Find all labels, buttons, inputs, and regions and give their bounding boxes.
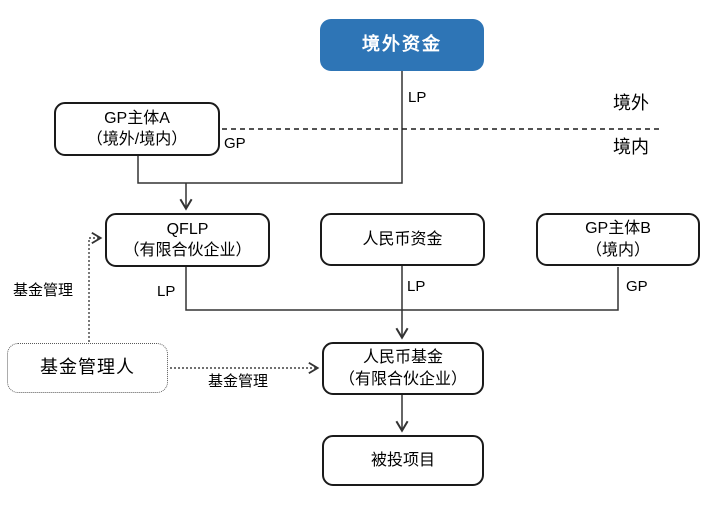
dotted-arrow-manager-to-qflp: [88, 231, 103, 342]
node-rmb-capital: 人民币资金: [320, 213, 485, 266]
node-rmb-fund-line2: （有限合伙企业）: [338, 370, 467, 388]
line-qflp-gpb-junction: [185, 267, 619, 311]
node-gp-b: GP主体B （境内）: [536, 213, 700, 266]
node-gp-b-line1: GP主体B: [585, 220, 651, 238]
node-gp-a-line2: （境外/境内）: [86, 131, 188, 148]
node-offshore-capital-label: 境外资金: [362, 34, 442, 55]
node-rmb-capital-label: 人民币资金: [362, 230, 443, 248]
label-offshore-zone: 境外: [613, 93, 649, 113]
label-gp-a: GP: [224, 135, 246, 152]
node-fund-manager: 基金管理人: [7, 343, 168, 393]
label-fund-mgmt-left: 基金管理: [13, 282, 74, 299]
label-fund-mgmt-bottom: 基金管理: [208, 373, 269, 390]
node-qflp-line1: QFLP: [166, 220, 209, 238]
node-qflp-line2: （有限合伙企业）: [123, 242, 252, 259]
node-gp-a: GP主体A （境外/境内）: [54, 102, 220, 156]
node-offshore-capital: 境外资金: [320, 19, 484, 71]
label-gp-b: GP: [626, 278, 648, 295]
node-rmb-fund: 人民币基金 （有限合伙企业）: [322, 342, 484, 395]
label-lp-top: LP: [408, 89, 427, 106]
label-onshore-zone: 境内: [613, 137, 649, 157]
node-investee-label: 被投项目: [370, 451, 435, 469]
node-fund-manager-label: 基金管理人: [40, 357, 135, 378]
node-gp-b-line2: （境内）: [585, 241, 650, 259]
node-qflp: QFLP （有限合伙企业）: [105, 213, 270, 267]
node-investee: 被投项目: [322, 435, 484, 486]
label-lp-rmb: LP: [407, 278, 426, 295]
label-lp-qflp: LP: [157, 283, 176, 300]
node-gp-a-line1: GP主体A: [104, 109, 170, 127]
node-rmb-fund-line1: 人民币基金: [362, 349, 443, 367]
